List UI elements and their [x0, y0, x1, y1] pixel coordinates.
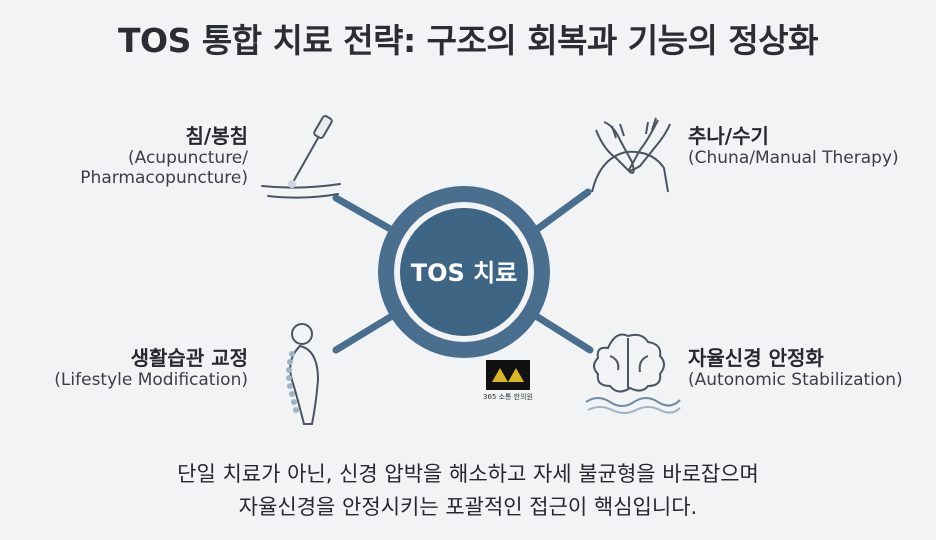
- clinic-logo-icon: [486, 360, 530, 390]
- page-title: TOS 통합 치료 전략: 구조의 회복과 기능의 정상화: [118, 21, 818, 60]
- manual-therapy-hands-icon: [591, 117, 671, 193]
- label-autonomic-en: (Autonomic Stabilization): [688, 370, 903, 390]
- label-acupuncture-en-2: Pharmacopuncture): [80, 168, 248, 189]
- label-autonomic: 자율신경 안정화 (Autonomic Stabilization): [688, 346, 903, 390]
- label-chuna: 추나/수기 (Chuna/Manual Therapy): [688, 124, 899, 168]
- center-circle: [400, 208, 528, 336]
- connector-bottom-right: [532, 312, 594, 354]
- brain-wave-icon: [585, 333, 681, 414]
- label-lifestyle-en: (Lifestyle Modification): [54, 370, 248, 390]
- center-label: TOS 치료: [411, 259, 518, 287]
- connector-lines: [332, 188, 594, 354]
- summary-line-2: 자율신경을 안정시키는 포괄적인 접근이 핵심입니다.: [238, 494, 698, 519]
- label-acupuncture-ko: 침/봉침: [185, 124, 248, 148]
- label-chuna-ko: 추나/수기: [688, 124, 769, 148]
- clinic-logo: 365 소통 한의원: [478, 360, 538, 402]
- connector-top-right: [532, 188, 592, 234]
- label-lifestyle-ko: 생활습관 교정: [130, 346, 248, 370]
- summary-line-1: 단일 치료가 아닌, 신경 압박을 해소하고 자세 불균형을 바로잡으며: [177, 462, 759, 486]
- connector-top-left: [332, 194, 396, 234]
- label-lifestyle: 생활습관 교정 (Lifestyle Modification): [54, 346, 248, 390]
- acupuncture-needle-icon: [261, 115, 341, 199]
- connector-bottom-left: [332, 312, 396, 354]
- label-acupuncture-en-1: (Acupuncture/: [127, 148, 248, 168]
- label-autonomic-ko: 자율신경 안정화: [688, 346, 824, 370]
- label-acupuncture: 침/봉침 (Acupuncture/ Pharmacopuncture): [80, 124, 248, 189]
- label-chuna-en: (Chuna/Manual Therapy): [688, 148, 899, 168]
- summary-text: 단일 치료가 아닌, 신경 압박을 해소하고 자세 불균형을 바로잡으며 자율신…: [0, 458, 936, 523]
- clinic-logo-text: 365 소통 한의원: [482, 393, 533, 401]
- posture-spine-icon: [286, 323, 320, 425]
